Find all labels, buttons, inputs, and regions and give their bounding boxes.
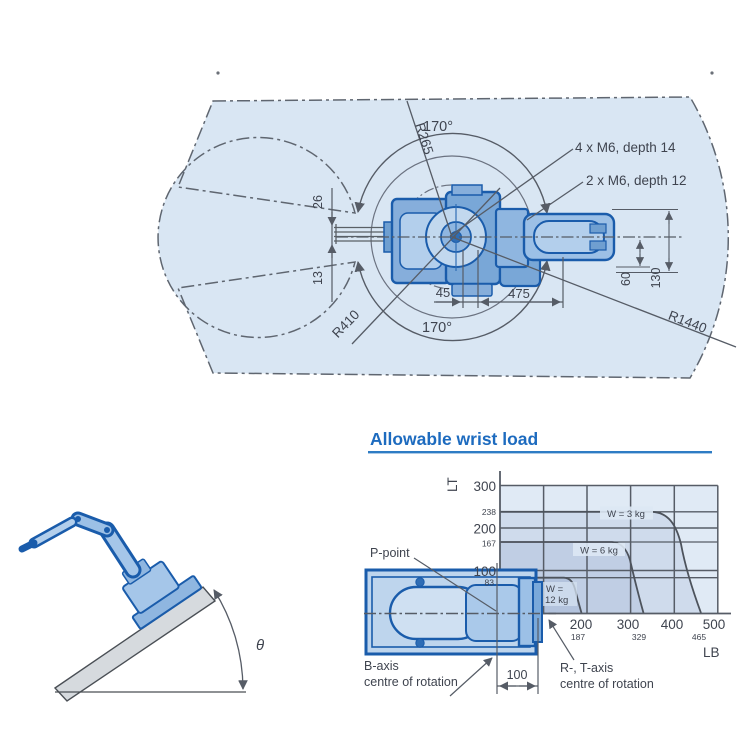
angle-bottom-label: 170° <box>422 320 452 336</box>
curve-w3 <box>500 510 702 614</box>
corner-dot <box>710 71 714 75</box>
x-axis-name: LB <box>703 645 720 660</box>
wrist-load-chart: Allowable wrist load <box>364 429 731 697</box>
rt-axis-label-line1: R-, T-axis <box>560 661 613 675</box>
dim-45-label: 45 <box>436 285 450 300</box>
w6-label-box <box>573 543 625 556</box>
r265-leader <box>406 100 453 238</box>
x-tick-400: 400 <box>661 617 684 632</box>
dim-100-label: 100 <box>507 668 528 682</box>
r410-leader <box>351 187 501 345</box>
y-tick-200: 200 <box>473 522 496 537</box>
rotation-arc-bottom <box>354 259 551 342</box>
p-point-leader <box>413 557 497 612</box>
dim-13-label: 13 <box>311 271 325 285</box>
b-axis-label-line2: centre of rotation <box>364 675 458 689</box>
bolts-2xm6-label: 2 x M6, depth 12 <box>586 173 687 188</box>
rt-axis-arrow <box>548 619 575 661</box>
title-underline <box>368 451 712 454</box>
y-tick-300: 300 <box>473 479 496 494</box>
y-tick-167: 167 <box>482 539 496 549</box>
x-tick-465: 465 <box>692 632 706 642</box>
y-axis-name: LT <box>445 477 460 492</box>
work-envelope-diagram: 170° 170° R265 R410 R1440 4 x M6, depth … <box>157 71 737 379</box>
r1440-leader <box>451 236 737 348</box>
corner-dot <box>216 71 220 75</box>
dim-26-label: 26 <box>311 195 325 209</box>
b-axis-label-line1: B-axis <box>364 659 399 673</box>
w3-label-box <box>600 506 653 520</box>
w12-label-line1: W = <box>546 584 564 595</box>
chart-title: Allowable wrist load <box>370 429 538 449</box>
bolts2-leader <box>526 181 584 221</box>
dim-475-label: 475 <box>508 286 530 301</box>
dim-60-label: 60 <box>619 272 633 286</box>
angle-top-label: 170° <box>423 119 453 135</box>
x-tick-500: 500 <box>703 617 726 632</box>
wrist-drawing <box>364 563 556 694</box>
w12-label-box <box>543 582 577 606</box>
robot-top-view <box>383 184 616 297</box>
w12-label-line2: 12 kg <box>545 595 568 606</box>
bottom-dimension <box>434 250 564 308</box>
b-axis-arrow <box>449 657 493 697</box>
right-dimension <box>612 208 678 274</box>
y-tick-100: 100 <box>473 564 496 579</box>
incline-mount-view: θ <box>18 511 264 702</box>
w3-label: W = 3 kg <box>607 509 645 520</box>
tilt-angle-arc <box>213 589 248 690</box>
y-tick-238: 238 <box>482 507 496 517</box>
x-tick-187: 187 <box>571 632 585 642</box>
x-tick-300: 300 <box>617 617 640 632</box>
robot-side-view <box>18 511 203 630</box>
envelope-boundary <box>157 96 730 379</box>
w6-label: W = 6 kg <box>580 546 618 557</box>
x-tick-329: 329 <box>632 632 646 642</box>
bolts-4xm6-label: 4 x M6, depth 14 <box>575 140 676 155</box>
rt-axis-label-line2: centre of rotation <box>560 677 654 691</box>
p-point-label: P-point <box>370 546 410 560</box>
theta-label: θ <box>256 637 264 654</box>
y-tick-83: 83 <box>485 578 495 588</box>
bolts4-leader <box>449 148 574 237</box>
x-tick-200: 200 <box>570 617 593 632</box>
dim-130-label: 130 <box>649 268 663 289</box>
